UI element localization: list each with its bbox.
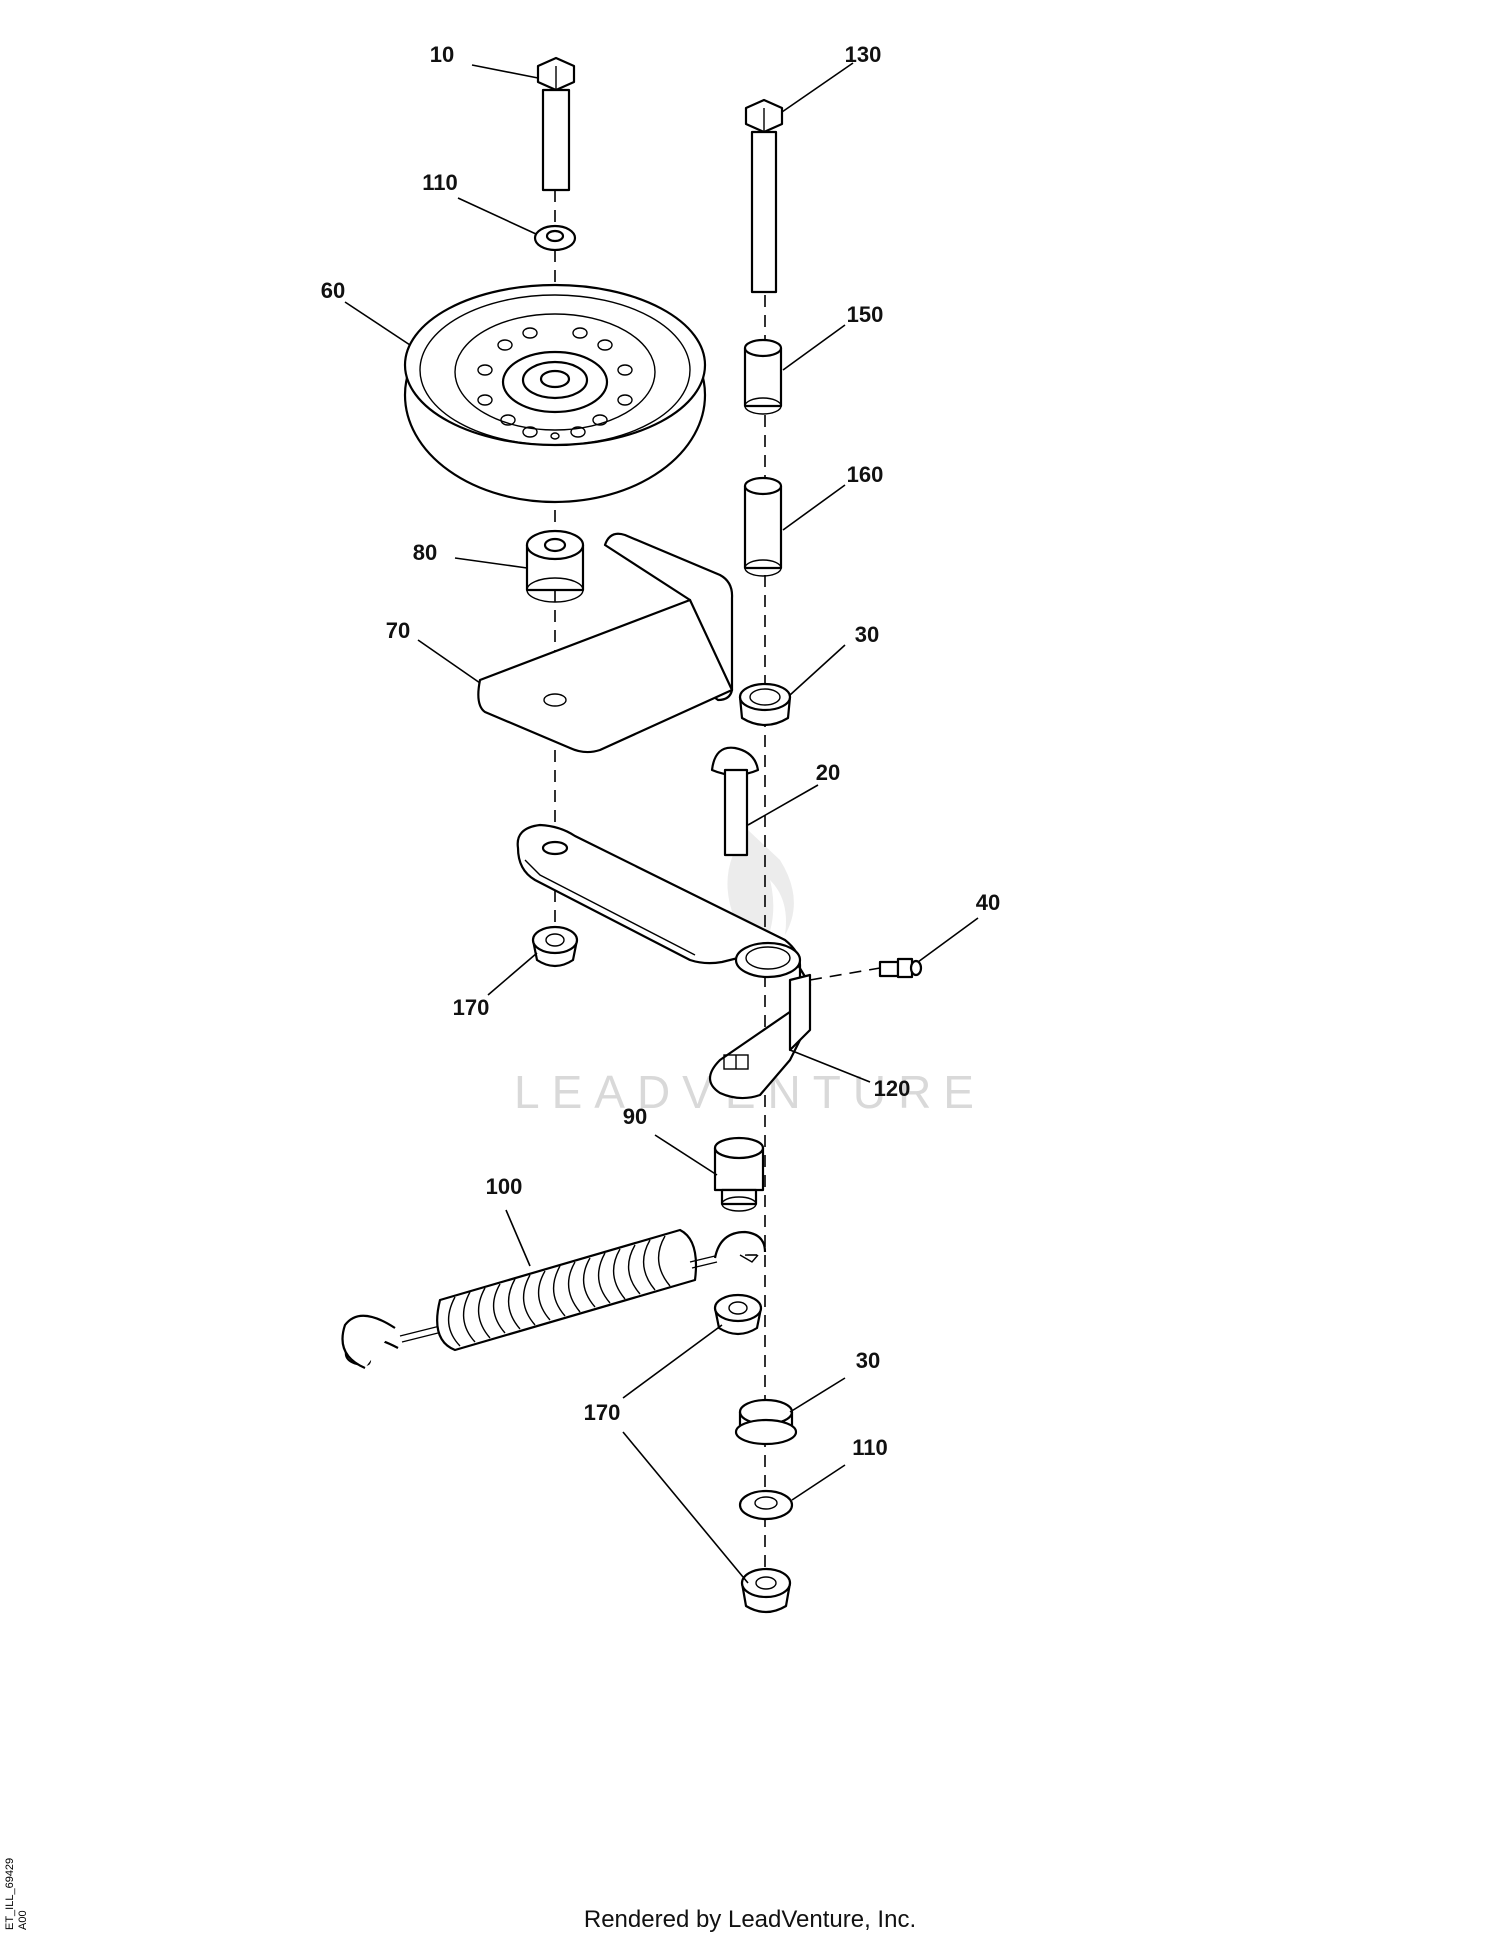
- callout-40: 40: [976, 890, 1000, 915]
- part-130-bolt: [744, 98, 784, 294]
- callout-90: 90: [623, 1104, 647, 1129]
- callout-100: 100: [486, 1174, 523, 1199]
- callout-170-lower: 170: [584, 1400, 621, 1425]
- render-credit: Rendered by LeadVenture, Inc.: [583, 1906, 917, 1933]
- part-30-bushing-top: [738, 682, 792, 727]
- part-80-spacer: [525, 529, 585, 603]
- callout-160: 160: [847, 462, 884, 487]
- part-90-bushing: [713, 1136, 765, 1212]
- part-10-bolt: [536, 56, 576, 192]
- axis-grease: [809, 967, 881, 981]
- part-110-washer-top: [533, 224, 577, 252]
- part-170-nut-bottom: [740, 1567, 792, 1614]
- part-40-grease-fitting: [878, 957, 923, 979]
- callout-120: 120: [874, 1076, 911, 1101]
- part-30-bushing-lower: [734, 1398, 798, 1446]
- callout-30-top: 30: [855, 622, 879, 647]
- callout-110-lower: 110: [852, 1435, 888, 1460]
- part-170-nut-upper: [531, 925, 579, 968]
- callout-10: 10: [430, 42, 454, 67]
- part-20-pin: [710, 746, 760, 857]
- callout-110-top: 110: [422, 170, 458, 195]
- callout-20: 20: [816, 760, 840, 785]
- callout-130: 130: [845, 42, 882, 67]
- callout-80: 80: [413, 540, 437, 565]
- part-100-spring: [341, 1228, 767, 1370]
- leader-lines: [344, 62, 979, 1584]
- part-120-idler-arm: [516, 823, 812, 1100]
- callout-30-lower: 30: [856, 1348, 880, 1373]
- part-170-nut-middle: [713, 1293, 763, 1336]
- part-60-pulley: [403, 283, 707, 504]
- callout-150: 150: [847, 302, 884, 327]
- part-160-spacer: [743, 476, 783, 577]
- callout-170-upper: 170: [453, 995, 490, 1020]
- callout-60: 60: [321, 278, 345, 303]
- callout-labels: 10 130 110 60 150 160 80 70 30 20 40 170…: [321, 42, 1000, 1460]
- callout-70: 70: [386, 618, 410, 643]
- part-150-spacer: [743, 338, 783, 415]
- part-70-bracket: [477, 532, 734, 754]
- part-110-washer-lower: [738, 1489, 794, 1521]
